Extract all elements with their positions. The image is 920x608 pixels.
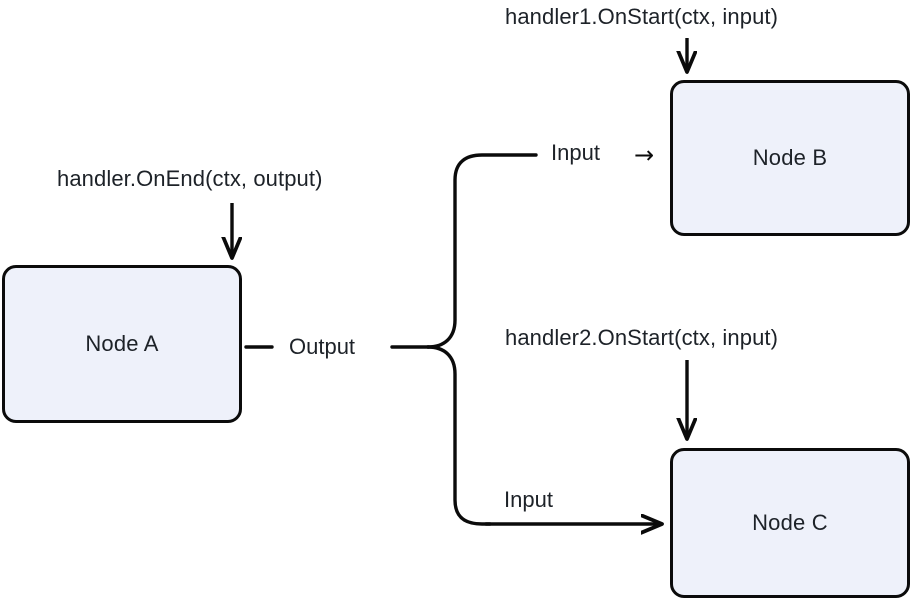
node-c[interactable]: Node C: [670, 448, 910, 598]
edge-fork-lower: [426, 345, 492, 526]
node-b-label: Node B: [752, 145, 828, 170]
edge-label-output: Output: [283, 334, 362, 360]
edge-label-input-node-c: Input: [498, 487, 559, 513]
node-b[interactable]: Node B: [670, 80, 910, 236]
annotation-handler1-onstart: handler1.OnStart(ctx, input): [505, 4, 779, 29]
edge-label-input-node-b: Input: [545, 140, 606, 166]
node-a[interactable]: Node A: [2, 265, 242, 423]
arrow-right-icon: →: [634, 141, 655, 169]
edge-fork-upper: [426, 153, 538, 349]
annotation-handler-onend: handler.OnEnd(ctx, output): [57, 166, 323, 191]
node-a-label: Node A: [85, 331, 159, 356]
node-c-label: Node C: [752, 510, 828, 535]
annotation-handler2-onstart: handler2.OnStart(ctx, input): [505, 325, 779, 350]
